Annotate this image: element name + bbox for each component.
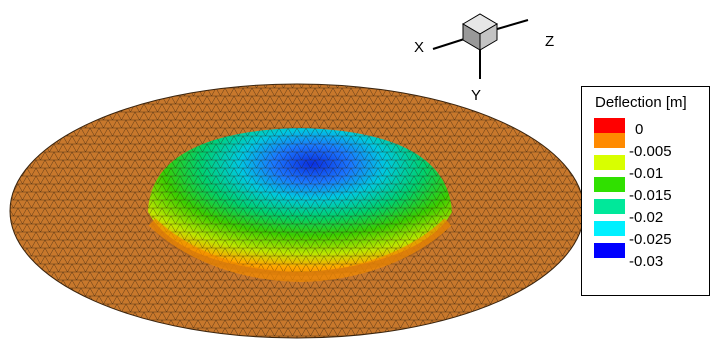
axis-label-y: Y — [471, 87, 482, 104]
legend-swatch-4 — [594, 199, 625, 214]
axis-label-x: X — [414, 39, 425, 56]
legend-title: Deflection [m] — [595, 94, 687, 111]
legend-tick-0: 0 — [635, 121, 644, 138]
deflection-dome — [148, 128, 452, 283]
legend-swatch-6 — [594, 243, 625, 258]
legend-swatch-0 — [594, 118, 625, 133]
legend-tick-6: -0.03 — [629, 253, 664, 270]
legend-tick-2: -0.01 — [629, 165, 664, 182]
orientation-triad — [432, 13, 529, 79]
axis-label-z: Z — [545, 33, 555, 50]
legend-swatch-2 — [594, 155, 625, 170]
legend-tick-3: -0.015 — [629, 187, 672, 204]
color-legend: Deflection [m] 0 -0.005 -0.01 -0.015 -0.… — [581, 86, 710, 296]
legend-swatch-3 — [594, 177, 625, 192]
legend-swatch-5 — [594, 221, 625, 236]
legend-tick-4: -0.02 — [629, 209, 664, 226]
legend-tick-1: -0.005 — [629, 143, 672, 160]
legend-tick-5: -0.025 — [629, 231, 672, 248]
legend-swatch-1 — [594, 133, 625, 148]
